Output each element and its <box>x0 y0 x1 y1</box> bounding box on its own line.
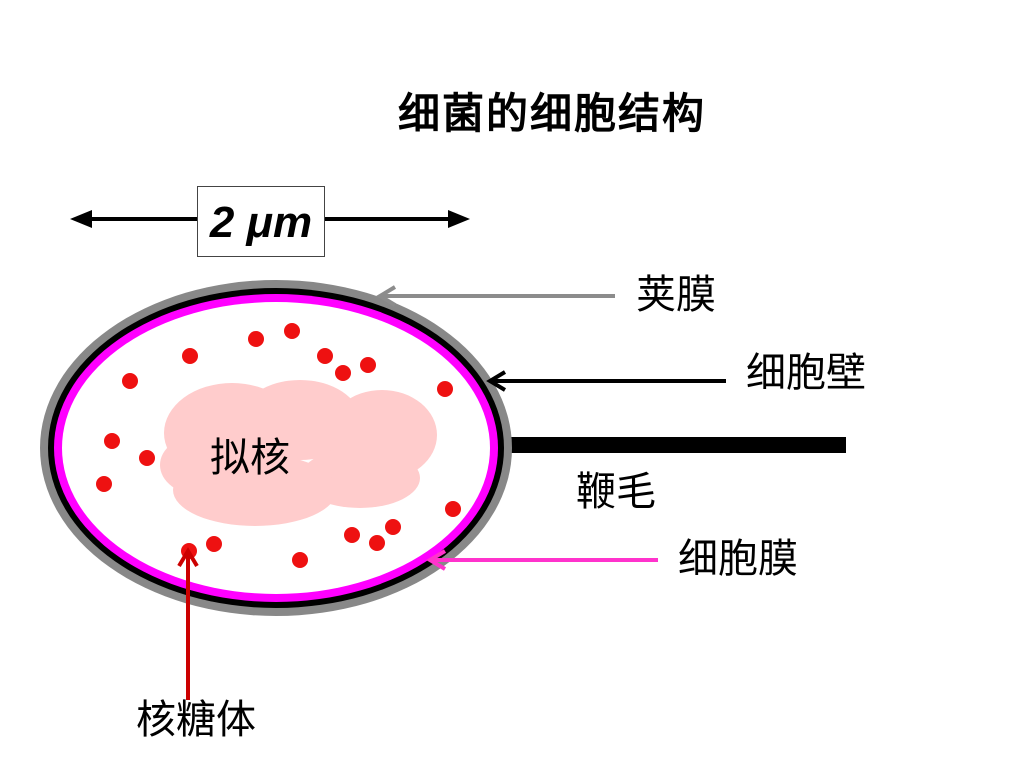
ribosome-dot <box>122 373 138 389</box>
ribosome-label: 核糖体 <box>136 697 256 743</box>
capsule-label: 荚膜 <box>636 272 716 318</box>
ribosome-pointer <box>177 547 199 700</box>
scale-bar-label: 2 μm <box>197 186 325 257</box>
flagellum-label: 鞭毛 <box>576 469 656 515</box>
ribosome-dot <box>292 552 308 568</box>
ribosome-dot <box>96 476 112 492</box>
cell-wall-label: 细胞壁 <box>746 350 866 396</box>
cell-wall-pointer <box>486 370 726 392</box>
capsule-pointer <box>376 285 615 307</box>
ribosome-dot <box>139 450 155 466</box>
ribosome-dot <box>248 331 264 347</box>
ribosome-dot <box>182 348 198 364</box>
ribosome-dot <box>317 348 333 364</box>
nucleoid-label: 拟核 <box>210 435 290 481</box>
ribosome-dot <box>385 519 401 535</box>
ribosome-dot <box>206 536 222 552</box>
ribosome-dot <box>104 433 120 449</box>
flagellum <box>496 437 846 453</box>
nucleoid <box>160 380 437 526</box>
cell-membrane-pointer <box>426 549 658 571</box>
ribosome-dot <box>369 535 385 551</box>
ribosome-dot <box>284 323 300 339</box>
cell-membrane-label: 细胞膜 <box>678 536 798 582</box>
ribosome-dot <box>335 365 351 381</box>
ribosome-dot <box>445 501 461 517</box>
ribosome-dot <box>344 527 360 543</box>
diagram-title: 细菌的细胞结构 <box>397 89 706 138</box>
ribosome-dot <box>360 357 376 373</box>
ribosome-dot <box>437 381 453 397</box>
